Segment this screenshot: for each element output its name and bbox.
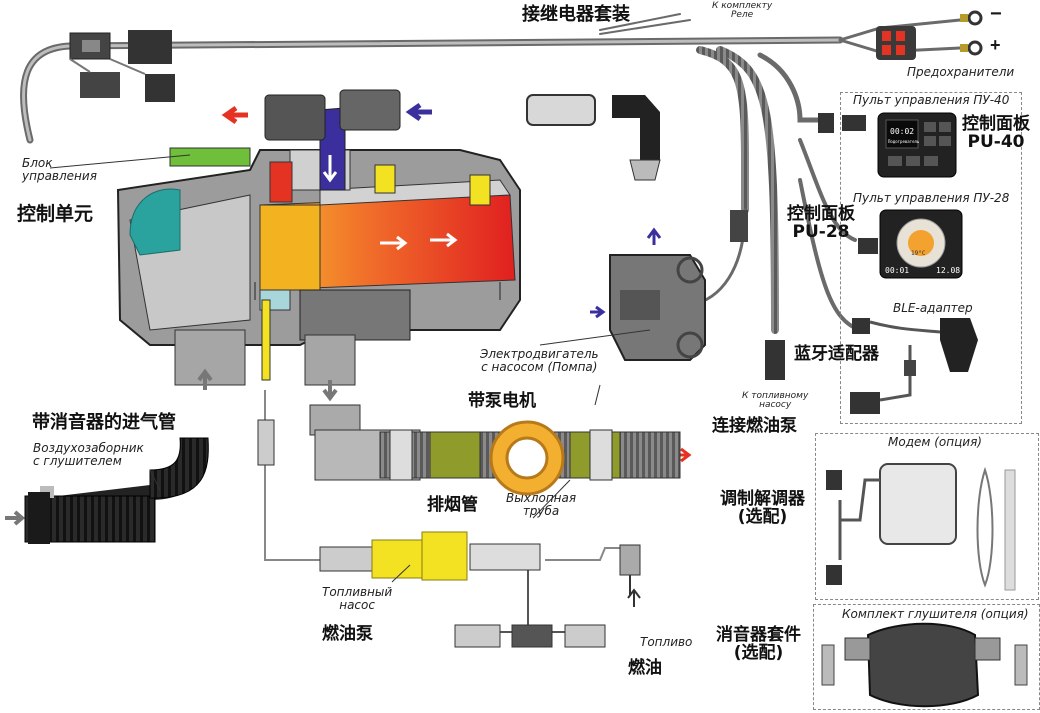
pu40-label-ru: Пульт управления ПУ-40 bbox=[853, 93, 1010, 107]
relay-kit-label-cn: 接继电器套装 bbox=[522, 4, 630, 25]
pu28-screen-temp: 19°C bbox=[911, 250, 926, 257]
fuel-pump-label-cn: 燃油泵 bbox=[322, 624, 373, 644]
exhaust-label-cn: 排烟管 bbox=[427, 495, 478, 515]
fuel-pump-connector-label-ru: К топливному насосу bbox=[742, 391, 809, 411]
control-unit-label-ru: Блок управления bbox=[22, 156, 97, 183]
fuel-system bbox=[257, 299, 641, 648]
fuse-block bbox=[876, 10, 983, 60]
harness-connectors bbox=[69, 30, 175, 102]
flow-arrows bbox=[5, 102, 692, 607]
modem-label-ru: Модем (опция) bbox=[888, 435, 982, 449]
pu28-control-panel bbox=[858, 209, 963, 279]
fuel-pump-label-ru: Топливный насос bbox=[322, 585, 393, 612]
pu40-screen-status: Подогреватель bbox=[888, 139, 920, 144]
silencer-label-cn: 消音器套件 (选配) bbox=[716, 625, 801, 663]
modem-device bbox=[826, 463, 1016, 591]
silencer-label-ru: Комплект глушителя (опция) bbox=[842, 607, 1029, 621]
silencer-kit bbox=[821, 622, 1028, 708]
pu28-screen-left: 00:01 bbox=[885, 266, 910, 275]
pu40-control-panel bbox=[818, 112, 957, 178]
motor-pump-label-cn: 带泵电机 bbox=[468, 391, 536, 411]
pu40-screen-time: 00:02 bbox=[890, 127, 915, 136]
plus-label: + bbox=[990, 35, 1001, 55]
modem-dashed-box bbox=[815, 433, 1039, 600]
fuses-label-ru: Предохранители bbox=[907, 65, 1015, 79]
control-unit-label-cn: 控制单元 bbox=[17, 203, 94, 225]
minus-label: − bbox=[990, 3, 1002, 25]
pu28-label-ru: Пульт управления ПУ-28 bbox=[853, 191, 1010, 205]
ble-label-ru: BLE-адаптер bbox=[893, 301, 973, 315]
exhaust-pipe bbox=[309, 404, 681, 496]
exhaust-label-ru: Выхлопная труба bbox=[506, 491, 577, 518]
pu28-label-cn: 控制面板 PU-28 bbox=[787, 204, 855, 242]
relay-label-ru: К комплекту Реле bbox=[712, 1, 773, 21]
pu28-screen-right: 12.08 bbox=[936, 266, 961, 275]
bluetooth-label-cn: 蓝牙适配器 bbox=[794, 344, 879, 364]
intake-label-cn: 带消音器的进气管 bbox=[32, 412, 176, 433]
air-intake-silencer bbox=[24, 437, 209, 544]
fuel-label-ru: Топливо bbox=[640, 635, 693, 649]
ble-adapter bbox=[850, 318, 978, 414]
modem-label-cn: 调制解调器 (选配) bbox=[720, 489, 805, 527]
pu40-label-cn: 控制面板 PU-40 bbox=[962, 114, 1030, 152]
controls-dashed-box bbox=[840, 92, 1022, 424]
fuel-pump-connector-label-cn: 连接燃油泵 bbox=[712, 416, 797, 436]
intake-label-ru: Воздухозаборник с глушителем bbox=[33, 441, 144, 468]
motor-pump-label-ru: Электродвигатель с насосом (Помпа) bbox=[480, 347, 599, 374]
water-pump bbox=[526, 94, 785, 380]
fuel-label-cn: 燃油 bbox=[628, 658, 662, 678]
heater-unit bbox=[116, 89, 521, 386]
leader-lines bbox=[49, 154, 651, 583]
